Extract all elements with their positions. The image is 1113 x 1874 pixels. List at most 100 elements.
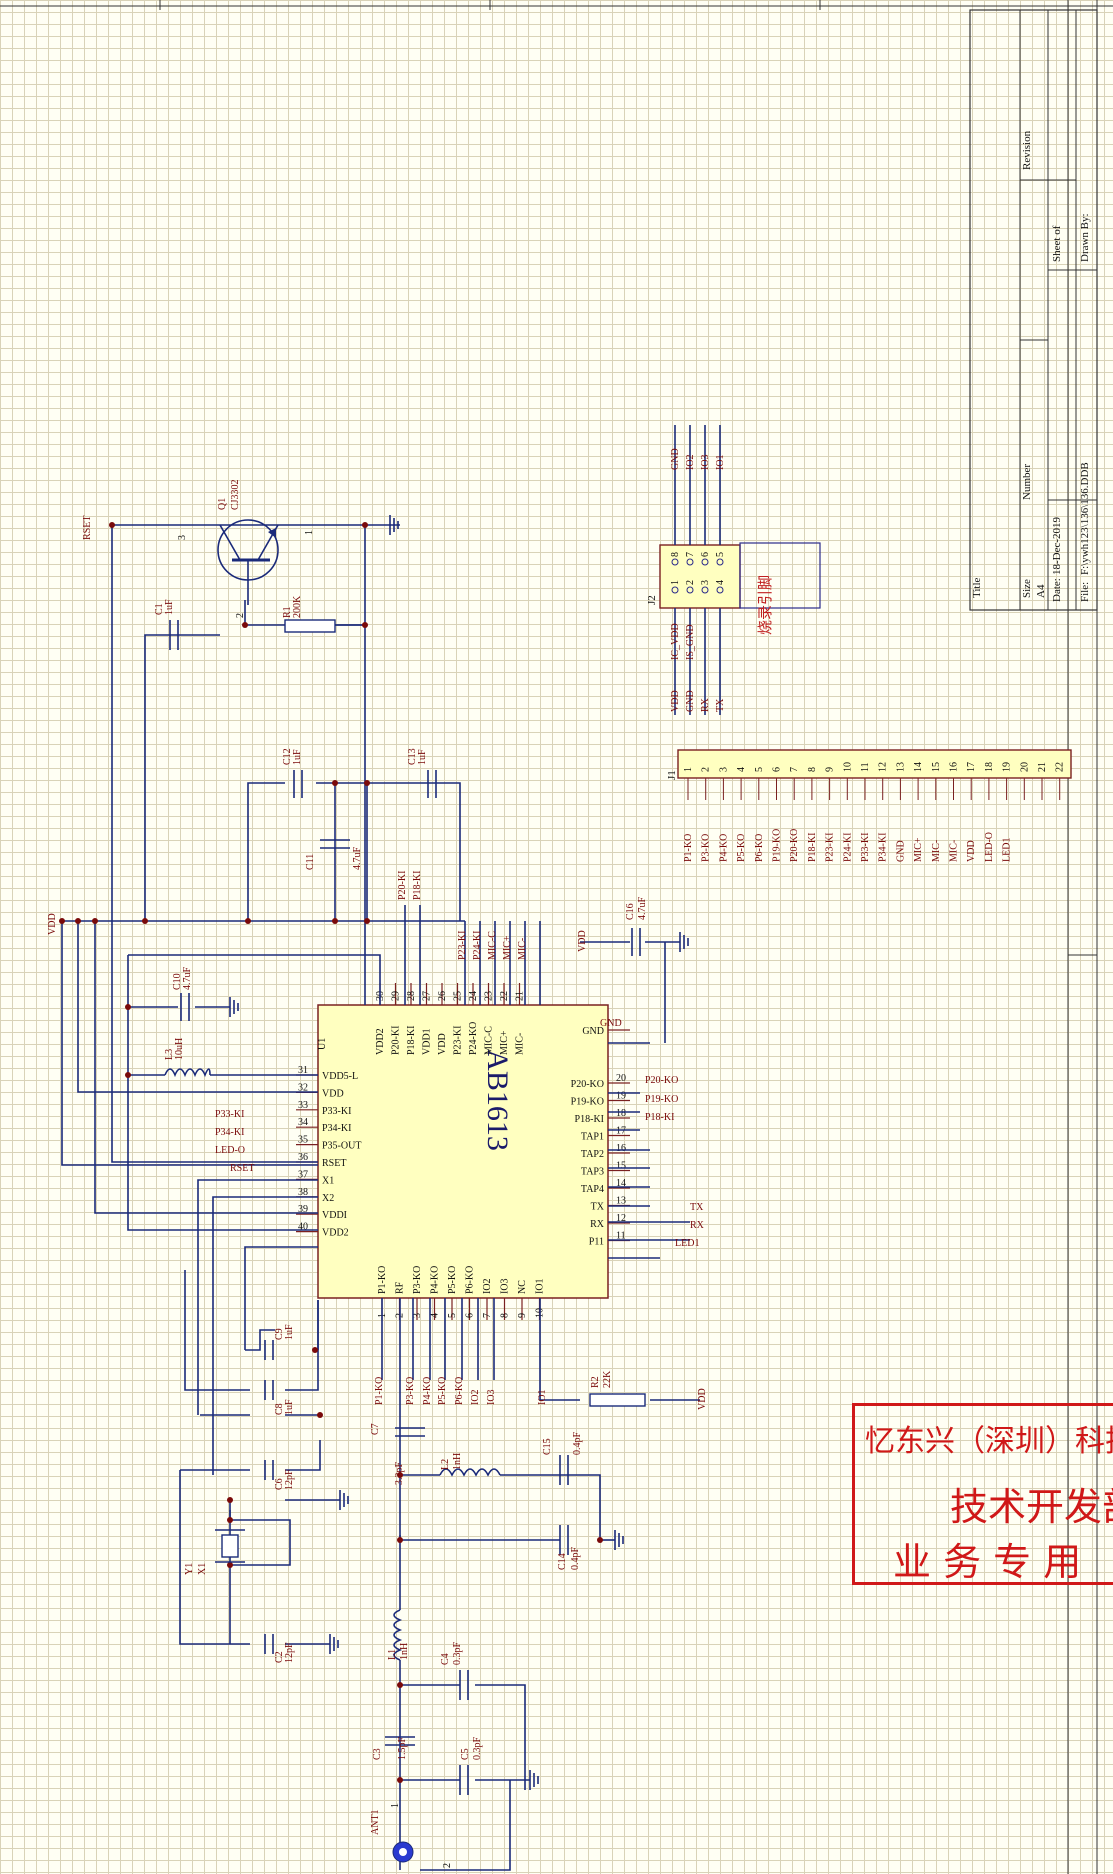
net-left-rset: RSET	[230, 1163, 254, 1174]
c7-ref: C7	[370, 1423, 381, 1435]
j1-pin-num: 16	[949, 762, 960, 772]
chip-name: AB1613	[481, 1049, 514, 1151]
transistor-q1: Q1 CJ3302 3 1 2	[177, 479, 315, 618]
chip-left-pin-num: 34	[298, 1117, 308, 1128]
q1-part: CJ3302	[230, 479, 241, 510]
c9-value: 1uF	[284, 1324, 295, 1340]
j1-pin-num: 7	[789, 767, 800, 772]
stamp-line3: 业 务 专 用	[893, 1540, 1082, 1584]
net-right-led1: LED1	[675, 1238, 699, 1249]
net-top-micc: MIC-C	[487, 931, 498, 960]
net-left-p34: P34-KI	[215, 1127, 244, 1138]
net-bot-p5: P5-KO	[437, 1377, 448, 1405]
chip-bottom-pin-name: IO1	[535, 1278, 546, 1294]
chip-left-pin-name: VDD2	[322, 1228, 349, 1239]
c6-value: 12pF	[284, 1469, 295, 1490]
j1-pin-num: 4	[736, 767, 747, 772]
net-right-p19: P19-KO	[645, 1094, 678, 1105]
inductor-l2	[439, 1468, 501, 1477]
chip-body	[317, 1004, 609, 1299]
net-bot-p1: P1-KO	[374, 1377, 385, 1405]
j1-net-label: LED1	[1002, 838, 1013, 862]
c3-ref: C3	[372, 1748, 383, 1760]
j2-wires	[674, 425, 721, 715]
chip-top-pin-num: 28	[406, 991, 417, 1001]
chip-right-pin-name: P19-KO	[571, 1097, 604, 1108]
j2-net-label: TX	[715, 698, 726, 712]
drawn-label: Drawn By:	[1079, 213, 1091, 262]
chip-top-pin-name: P20-KI	[391, 1026, 402, 1055]
j1-net-label: GND	[895, 840, 906, 862]
chip-bottom-pin-num: 5	[447, 1313, 458, 1318]
chip-right-pin-name: TAP3	[581, 1167, 604, 1178]
j1-net-label: P6-KO	[754, 834, 765, 862]
r2-value: 22K	[602, 1370, 613, 1388]
revision-label: Revision	[1021, 130, 1033, 170]
chip-bottom-pin-num: 6	[465, 1313, 476, 1318]
j1-pin-num: 9	[825, 767, 836, 772]
chip-left-pin-name: P35-OUT	[322, 1141, 361, 1152]
j1-net-label: P19-KO	[772, 829, 783, 862]
chip-bottom-pin-name: RF	[395, 1281, 406, 1294]
net-top-p23: P23-KI	[457, 931, 468, 960]
j2-pin-dot	[686, 558, 694, 566]
chip-left-pin-num: 39	[298, 1204, 308, 1215]
j2-pin-dot	[716, 558, 724, 566]
chip-left-pin-num: 32	[298, 1082, 308, 1093]
j2-net-label: IO2	[685, 454, 696, 470]
resistor-r2: R2 22K	[589, 1370, 646, 1407]
c5-value: 0.3pF	[472, 1737, 483, 1761]
antenna-ant1	[392, 1841, 414, 1863]
r2-ref: R2	[590, 1376, 601, 1388]
size-value: A4	[1035, 584, 1047, 598]
q1-pin1: 1	[304, 530, 315, 535]
c1-value: 1uF	[164, 599, 175, 615]
j1-pin-num: 3	[718, 767, 729, 772]
capacitor-c16	[631, 928, 641, 956]
chip-left-pin-name: X1	[322, 1175, 334, 1186]
chip-left-pin-num: 40	[298, 1222, 308, 1233]
chip-bottom-pin-name: IO3	[500, 1278, 511, 1294]
net-right-p20: P20-KO	[645, 1075, 678, 1086]
j1-pin-num: 10	[842, 762, 853, 772]
chip-right-pin-name: TAP1	[581, 1132, 604, 1143]
chip-left-pin-name: RSET	[322, 1158, 346, 1169]
chip-top-pin-num: 25	[453, 991, 464, 1001]
j1-pin-num: 15	[931, 762, 942, 772]
chip-top-pin-name: MIC-C	[484, 1026, 495, 1055]
j1-net-label: P1-KO	[683, 834, 694, 862]
crystal-y1	[215, 1529, 245, 1563]
chip-right-pin-name: P18-KI	[575, 1114, 604, 1125]
j2-pin-dot	[686, 586, 694, 594]
j2-pin-num: 8	[670, 552, 681, 557]
j1-net-label: P20-KO	[789, 829, 800, 862]
chip-left-pin-name: P33-KI	[322, 1106, 351, 1117]
j2-pin-dot	[716, 586, 724, 594]
c10-ref: C10	[172, 973, 183, 990]
net-top-p18: P18-KI	[412, 871, 423, 900]
chip-u1: U1 AB1613 31VDD5-L32VDD33P33-KI34P34-KI3…	[296, 983, 630, 1320]
chip-right-pin-num: 14	[616, 1178, 626, 1189]
chip-top-pin-name: P24-KO	[468, 1022, 479, 1055]
c10-value: 4.7uF	[182, 967, 193, 991]
chip-top-pin-num: 23	[484, 991, 495, 1001]
j1-pin-num: 20	[1019, 762, 1030, 772]
chip-right-pin-num: 15	[616, 1161, 626, 1172]
date-value: 18-Dec-2019	[1051, 516, 1063, 575]
file-value: F:\ywh123\136\136.DDB	[1079, 462, 1091, 575]
chip-left-pin-num: 33	[298, 1100, 308, 1111]
c5-ref: C5	[460, 1748, 471, 1760]
chip-bottom-pin-num: 4	[430, 1313, 441, 1318]
l2-value: 1nH	[452, 1453, 463, 1470]
chip-top-pin-name: VDD2	[375, 1028, 386, 1055]
ant-pin1: 1	[390, 1803, 401, 1808]
c14-ref: C14	[557, 1553, 568, 1570]
j1-net-label: P3-KO	[701, 834, 712, 862]
c2-ref: C2	[274, 1651, 285, 1663]
q1-pin2: 2	[235, 613, 246, 618]
chip-top-pin-name: MIC-	[515, 1033, 526, 1055]
net-top-p20: P20-KI	[397, 871, 408, 900]
net-left-p33: P33-KI	[215, 1109, 244, 1120]
chip-left-pin-num: 38	[298, 1187, 308, 1198]
